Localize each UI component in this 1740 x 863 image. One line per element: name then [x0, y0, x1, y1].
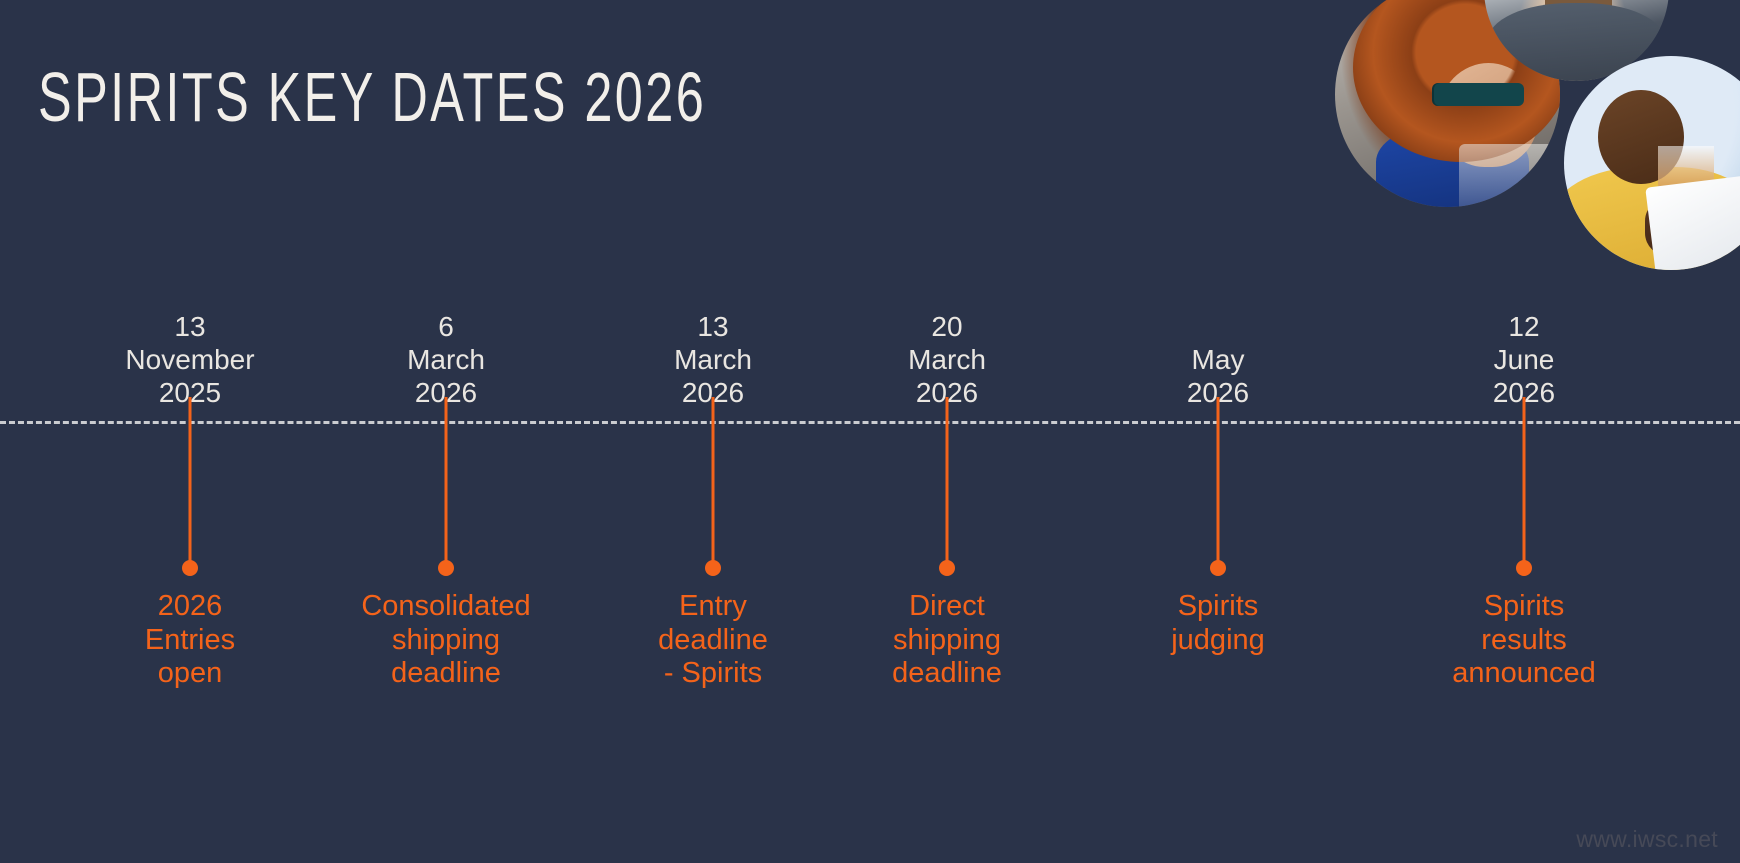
milestone-dot-icon[interactable]	[939, 560, 955, 576]
milestone-stem	[1216, 397, 1220, 568]
milestone-dot-icon[interactable]	[182, 560, 198, 576]
milestone-dot-icon[interactable]	[705, 560, 721, 576]
milestone-date: 12 June 2026	[1492, 310, 1556, 408]
milestone-stem	[1522, 397, 1526, 568]
watermark: www.iwsc.net	[1576, 826, 1718, 852]
page-title: SPIRITS KEY DATES 2026	[38, 59, 707, 138]
milestone-stem	[188, 397, 192, 568]
milestone-label: Consolidated shipping deadline	[361, 590, 531, 690]
timeline-rule	[0, 421, 1740, 424]
milestone-stem	[444, 397, 448, 568]
milestone-date: 13 November 2025	[125, 310, 255, 408]
milestone-date: 13 March 2026	[674, 310, 752, 408]
milestone-date: May 2026	[1186, 343, 1250, 408]
milestone-dot-icon[interactable]	[438, 560, 454, 576]
milestone-dot-icon[interactable]	[1210, 560, 1226, 576]
milestone-label: Direct shipping deadline	[892, 590, 1002, 690]
milestone-date: 20 March 2026	[908, 310, 986, 408]
milestone-stem	[945, 397, 949, 568]
milestone-dot-icon[interactable]	[1516, 560, 1532, 576]
milestone-label: Spirits judging	[1171, 590, 1265, 656]
milestone-label: Spirits results announced	[1452, 590, 1596, 690]
milestone-stem	[711, 397, 715, 568]
milestone-date: 6 March 2026	[407, 310, 485, 408]
milestone-label: Entry deadline - Spirits	[658, 590, 768, 690]
milestone-label: 2026 Entries open	[144, 590, 236, 690]
